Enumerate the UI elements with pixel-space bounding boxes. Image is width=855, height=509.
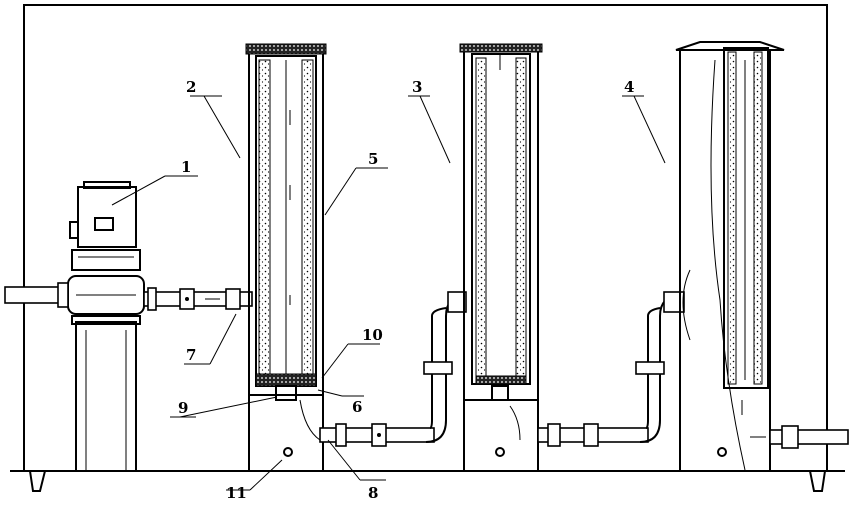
pipe-2-to-3 [319,291,467,447]
label-11: 11 [226,484,247,502]
outlet-pipe [750,425,849,449]
column-4 [675,41,785,472]
label-8: 8 [368,484,378,502]
pump-stand [71,315,141,472]
label-4: 4 [624,78,634,96]
column-2 [245,43,327,472]
label-9: 9 [178,399,188,417]
leader-lines [111,95,666,491]
label-2: 2 [186,78,196,96]
label-3: 3 [412,78,422,96]
label-1: 1 [181,158,191,176]
label-6: 6 [352,398,362,416]
label-10: 10 [362,326,383,344]
column-3 [459,43,543,472]
label-7: 7 [186,346,196,364]
pump-motor [67,181,145,315]
pipe-3-to-4 [537,291,685,447]
inlet-pipe [4,282,253,311]
label-5: 5 [368,150,378,168]
